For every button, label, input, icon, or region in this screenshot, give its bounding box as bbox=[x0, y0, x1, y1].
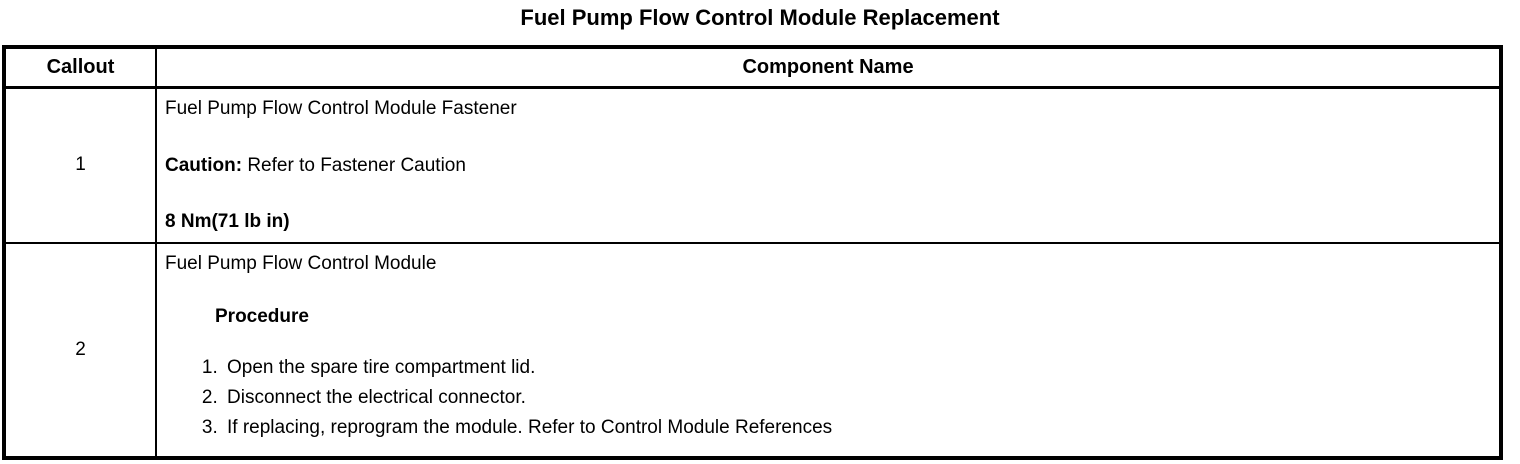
torque-spec: 8 Nm(71 lb in) bbox=[165, 210, 290, 232]
component-name-column-header: Component Name bbox=[155, 46, 1502, 89]
procedure-steps-list: Open the spare tire compartment lid. Dis… bbox=[165, 353, 1489, 443]
caution-line: Caution: Refer to Fastener Caution bbox=[165, 155, 1489, 176]
procedure-step: If replacing, reprogram the module. Refe… bbox=[223, 413, 1489, 443]
procedure-step: Open the spare tire compartment lid. bbox=[223, 353, 1489, 383]
callout-number: 2 bbox=[3, 241, 157, 459]
callout-number: 1 bbox=[3, 86, 157, 244]
table-row-fastener: 1 Fuel Pump Flow Control Module Fastener… bbox=[3, 86, 1502, 244]
component-table: Callout Component Name 1 Fuel Pump Flow … bbox=[2, 45, 1503, 460]
component-name-text: Fuel Pump Flow Control Module bbox=[165, 252, 437, 274]
caution-text: Refer to Fastener Caution bbox=[242, 154, 466, 176]
procedure-heading: Procedure bbox=[215, 305, 309, 327]
table-row-module: 2 Fuel Pump Flow Control Module Procedur… bbox=[3, 241, 1502, 459]
callout-column-header: Callout bbox=[3, 46, 157, 89]
page-title: Fuel Pump Flow Control Module Replacemen… bbox=[520, 5, 1000, 30]
procedure-step: Disconnect the electrical connector. bbox=[223, 383, 1489, 413]
header-row: Callout Component Name bbox=[3, 46, 1502, 89]
component-cell-fastener: Fuel Pump Flow Control Module Fastener C… bbox=[155, 86, 1502, 244]
caution-label: Caution: bbox=[165, 154, 243, 176]
component-cell-module: Fuel Pump Flow Control Module Procedure … bbox=[155, 241, 1502, 459]
component-name-text: Fuel Pump Flow Control Module Fastener bbox=[165, 97, 517, 119]
